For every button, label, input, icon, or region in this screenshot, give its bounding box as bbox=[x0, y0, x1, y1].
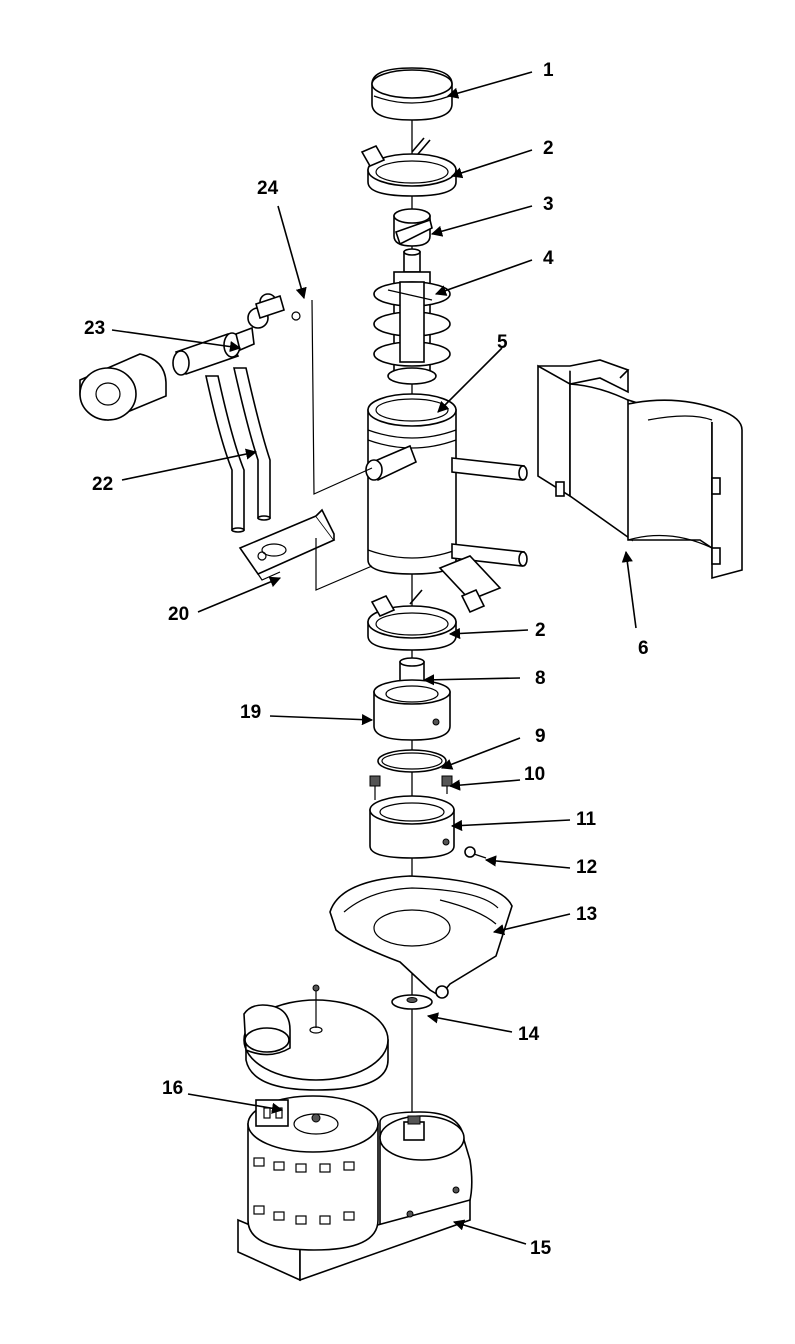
part-12-set-screw bbox=[464, 846, 487, 859]
callout-24: 24 bbox=[257, 178, 279, 199]
part-6-insulation-jacket bbox=[537, 359, 743, 580]
callout-8: 8 bbox=[535, 668, 546, 689]
leader-6 bbox=[621, 550, 637, 629]
part-16-motor bbox=[247, 1095, 379, 1251]
leader-8 bbox=[422, 674, 521, 686]
leader-11 bbox=[450, 819, 571, 832]
callout-1: 1 bbox=[543, 60, 554, 81]
leader-3 bbox=[430, 205, 533, 237]
callout-22: 22 bbox=[92, 474, 113, 495]
leader-23 bbox=[111, 329, 242, 353]
callout-14: 14 bbox=[518, 1024, 540, 1045]
callout-23: 23 bbox=[84, 318, 105, 339]
leader-9 bbox=[440, 737, 521, 770]
callout-6: 6 bbox=[638, 638, 649, 659]
leader-12 bbox=[484, 855, 571, 869]
part-20-bracket bbox=[238, 508, 336, 581]
part-foam-sleeve bbox=[79, 353, 167, 421]
part-14-washer bbox=[391, 994, 433, 1010]
part-1-cap bbox=[371, 67, 453, 121]
leader-24 bbox=[277, 205, 307, 300]
leader-16 bbox=[187, 1093, 284, 1114]
assembly-link-24 bbox=[311, 299, 373, 495]
callout-2-bottom: 2 bbox=[535, 620, 546, 641]
callout-2-top: 2 bbox=[543, 138, 554, 159]
leader-1 bbox=[446, 71, 533, 99]
callout-20: 20 bbox=[168, 604, 189, 625]
callout-9: 9 bbox=[535, 726, 546, 747]
leader-2a bbox=[450, 149, 533, 179]
callout-labels: 1 2 3 4 5 6 24 23 22 20 2 8 19 9 10 11 1… bbox=[84, 60, 649, 1259]
callout-5: 5 bbox=[497, 332, 508, 353]
part-motor-cover bbox=[243, 984, 389, 1091]
callout-15: 15 bbox=[530, 1238, 552, 1259]
leader-10 bbox=[448, 779, 521, 791]
part-10-screws bbox=[369, 775, 453, 800]
assembly-link-20 bbox=[315, 538, 373, 591]
part-23-fitting bbox=[172, 293, 301, 376]
leader-2b bbox=[448, 627, 529, 640]
leader-13 bbox=[492, 913, 571, 936]
leader-5 bbox=[437, 347, 503, 413]
part-22-hoses bbox=[205, 367, 271, 533]
leader-20 bbox=[197, 576, 282, 613]
part-2-clamp-ring-bottom bbox=[367, 589, 457, 651]
part-11-adapter-ring bbox=[369, 795, 455, 859]
part-13-drip-tray bbox=[329, 875, 513, 999]
leader-15 bbox=[452, 1219, 527, 1245]
leader-lines bbox=[111, 71, 637, 1245]
callout-19: 19 bbox=[240, 702, 261, 723]
callout-4: 4 bbox=[543, 248, 554, 269]
callout-16: 16 bbox=[162, 1078, 183, 1099]
leader-4 bbox=[434, 259, 533, 296]
leader-22 bbox=[121, 448, 258, 481]
part-19-bearing-housing bbox=[373, 679, 451, 741]
callout-11: 11 bbox=[576, 809, 597, 830]
callout-12: 12 bbox=[576, 857, 597, 878]
part-2-clamp-ring-top bbox=[360, 137, 457, 197]
callout-10: 10 bbox=[524, 764, 545, 785]
callout-3: 3 bbox=[543, 194, 554, 215]
callout-13: 13 bbox=[576, 904, 597, 925]
part-3-collar bbox=[393, 208, 433, 247]
leader-19 bbox=[269, 714, 374, 726]
part-4-auger bbox=[373, 248, 451, 385]
part-5-barrel bbox=[365, 393, 528, 614]
leader-14 bbox=[426, 1012, 513, 1033]
